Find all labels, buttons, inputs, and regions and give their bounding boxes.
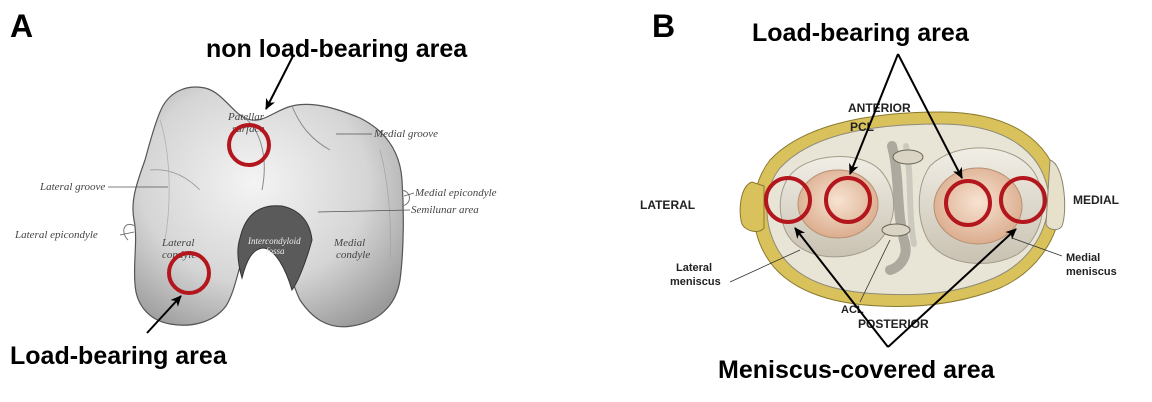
arrow-non-load-bearing: [266, 56, 293, 109]
intercondyloid-label-2: fossa: [266, 246, 285, 256]
medial-meniscus-label-2: meniscus: [1066, 266, 1117, 278]
lateral-condyle-label-1: Lateral: [161, 237, 194, 249]
femur-illustration: Patellar surface Medial groove Lateral g…: [14, 87, 497, 327]
medial-label: MEDIAL: [1073, 193, 1119, 207]
tibial-plateau-illustration: ANTERIOR PCL LATERAL MEDIAL Lateral meni…: [640, 101, 1119, 331]
medial-condyle-label-2: condyle: [336, 249, 370, 261]
lateral-meniscus-label-2: meniscus: [670, 276, 721, 288]
medial-groove-label: Medial groove: [373, 128, 438, 140]
medial-epicondyle-label: Medial epicondyle: [414, 187, 497, 199]
acl-label: ACL: [841, 304, 864, 316]
lateral-epicondyle-label: Lateral epicondyle: [14, 229, 98, 241]
lateral-meniscus-label-1: Lateral: [676, 262, 712, 274]
medial-meniscus-label-1: Medial: [1066, 252, 1100, 264]
patellar-surface-label-1: Patellar: [227, 111, 265, 123]
anterior-label: ANTERIOR: [848, 101, 911, 115]
medial-condyle-label-1: Medial: [333, 237, 365, 249]
lateral-groove-label: Lateral groove: [39, 181, 105, 193]
semilunar-area-label: Semilunar area: [411, 204, 479, 216]
lateral-label: LATERAL: [640, 198, 695, 212]
intercondyloid-label-1: Intercondyloid: [247, 236, 301, 246]
